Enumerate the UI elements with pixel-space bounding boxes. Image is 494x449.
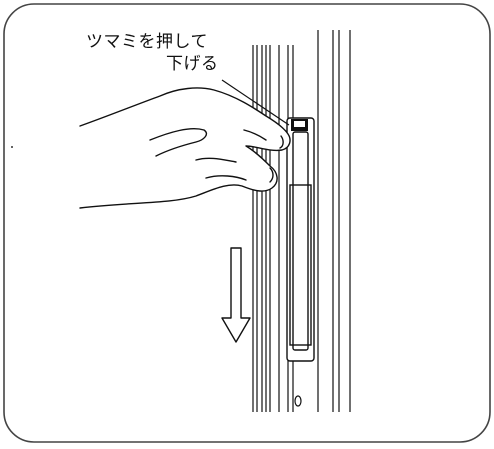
down-arrow	[221, 247, 251, 343]
handle-plate	[286, 117, 315, 362]
panel-frame	[3, 3, 491, 443]
instruction-line-1: ツマミを押して	[86, 32, 208, 52]
knob-highlight	[294, 121, 305, 127]
screw-hole	[294, 395, 302, 407]
leader-line	[221, 79, 290, 126]
instruction-line-2: 下げる	[166, 54, 219, 74]
hand-drawing	[79, 87, 291, 209]
stray-dot	[11, 146, 13, 148]
